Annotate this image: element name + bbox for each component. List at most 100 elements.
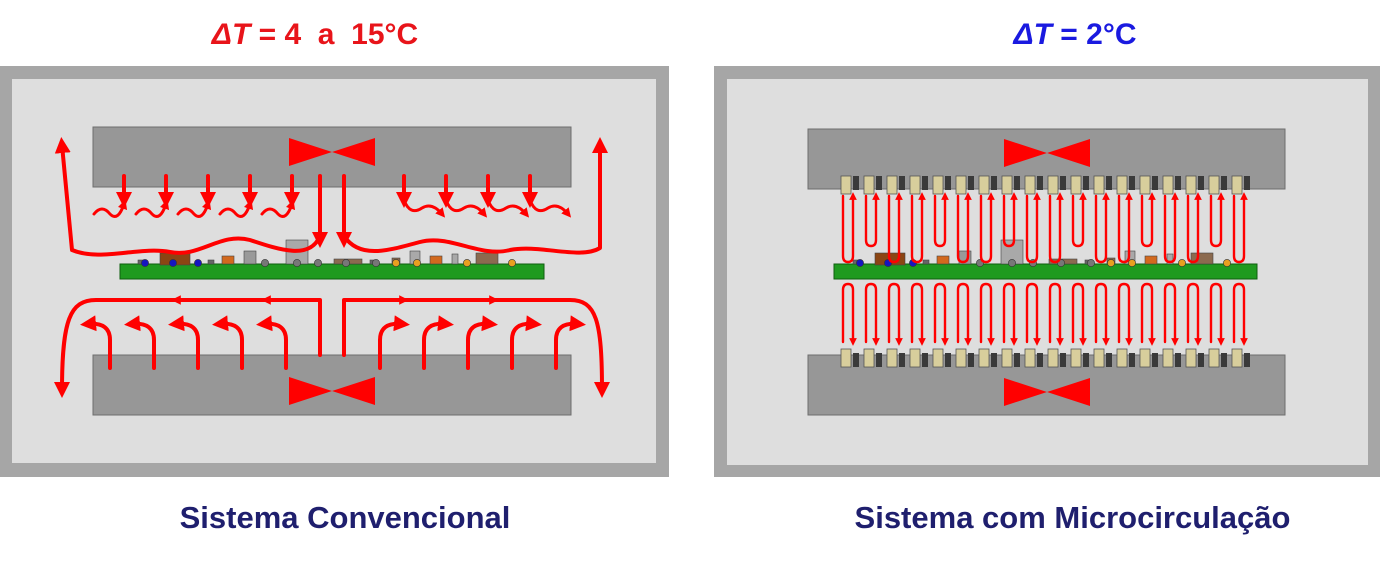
flow-curl [260,199,296,218]
flow-return [54,298,322,398]
upper-heater-plate [92,126,572,188]
component-dot [1178,259,1186,267]
micro-loop [910,192,926,264]
flow-curl [510,315,542,370]
nozzle [886,348,898,368]
delta-value: = 4 a 15°C [250,18,419,51]
nozzle-gap [876,353,882,367]
circuit-board [119,263,545,280]
nozzle [1024,348,1036,368]
lower-heater-plate [92,354,572,416]
nozzle [1208,348,1220,368]
nozzle-gap [1037,353,1043,367]
board-components [852,239,1231,267]
component-dot [1087,259,1095,267]
flow-curl [554,315,586,370]
nozzle-gap [853,176,859,190]
nozzle-gap [922,176,928,190]
micro-loop [887,282,903,346]
micro-loop [1002,192,1018,248]
nozzle-gap [1014,353,1020,367]
delta-value: = 2°C [1051,18,1137,51]
nozzle [1162,348,1174,368]
flow-return [342,137,608,255]
nozzle [1116,175,1128,195]
component-dot [314,259,322,267]
micro-loop [841,282,857,346]
micro-loop [1094,192,1110,264]
delta-symbol: Δ [211,18,232,51]
micro-loop [1071,282,1087,346]
lower-fan-icon [289,377,375,405]
nozzle [1231,175,1243,195]
nozzle-array [840,175,1250,368]
nozzle [1093,348,1105,368]
nozzle [909,175,921,195]
micro-loop [1117,282,1133,346]
nozzle [1047,175,1059,195]
flow-curl [92,199,128,218]
delta-variable: T [231,18,251,51]
nozzle-gap [1129,176,1135,190]
left-caption: Sistema Convencional [179,500,511,535]
nozzle [1047,348,1059,368]
component-dot [169,259,177,267]
component-dot [392,259,400,267]
flow-curl [422,315,454,370]
nozzle [840,348,852,368]
nozzle [1208,175,1220,195]
micro-loop [979,282,995,346]
delta-variable: T [1033,18,1052,51]
circuit-board [833,263,1258,280]
lower-fan-icon [1004,378,1090,406]
micro-loop [1071,192,1087,248]
microcirculation-system-diagram [714,66,1380,477]
micro-loop [1209,192,1225,248]
nozzle-gap [968,353,974,367]
nozzle [863,348,875,368]
flow-curl [176,199,212,218]
micro-loop [841,192,857,264]
conventional-system-diagram [0,66,669,477]
nozzle-gap [1083,353,1089,367]
flow-curl [80,315,112,370]
component [1166,253,1174,265]
nozzle-gap [1060,353,1066,367]
nozzle-gap [1083,176,1089,190]
flow-curl [218,199,254,218]
micro-loop [1209,282,1225,346]
nozzle-gap [1244,353,1250,367]
nozzle [909,348,921,368]
nozzle-gap [945,353,951,367]
flow-curl [466,315,498,370]
nozzle [932,348,944,368]
nozzle-gap [991,353,997,367]
nozzle [978,175,990,195]
micro-loop [1163,282,1179,346]
micro-loop [1025,282,1041,346]
nozzle-gap [899,176,905,190]
nozzle-gap [876,176,882,190]
micro-loop [1002,282,1018,346]
nozzle-gap [1106,353,1112,367]
nozzle-gap [968,176,974,190]
micro-loop [1163,192,1179,264]
left-delta-title: ΔT = 4 a 15°C [200,18,430,52]
micro-loop [1117,192,1133,264]
nozzle [1139,348,1151,368]
component [221,255,235,265]
nozzle-gap [1198,176,1204,190]
nozzle-gap [1175,353,1181,367]
nozzle [1001,175,1013,195]
nozzle-gap [945,176,951,190]
micro-loop [979,192,995,264]
component-dot [413,259,421,267]
component [922,259,930,265]
component [207,259,215,265]
micro-loop [1232,282,1248,346]
nozzle [1185,348,1197,368]
micro-loop [933,192,949,248]
right-caption: Sistema com Microcirculação [854,500,1291,535]
micro-loop [1140,192,1156,248]
flow-curl [256,315,288,370]
